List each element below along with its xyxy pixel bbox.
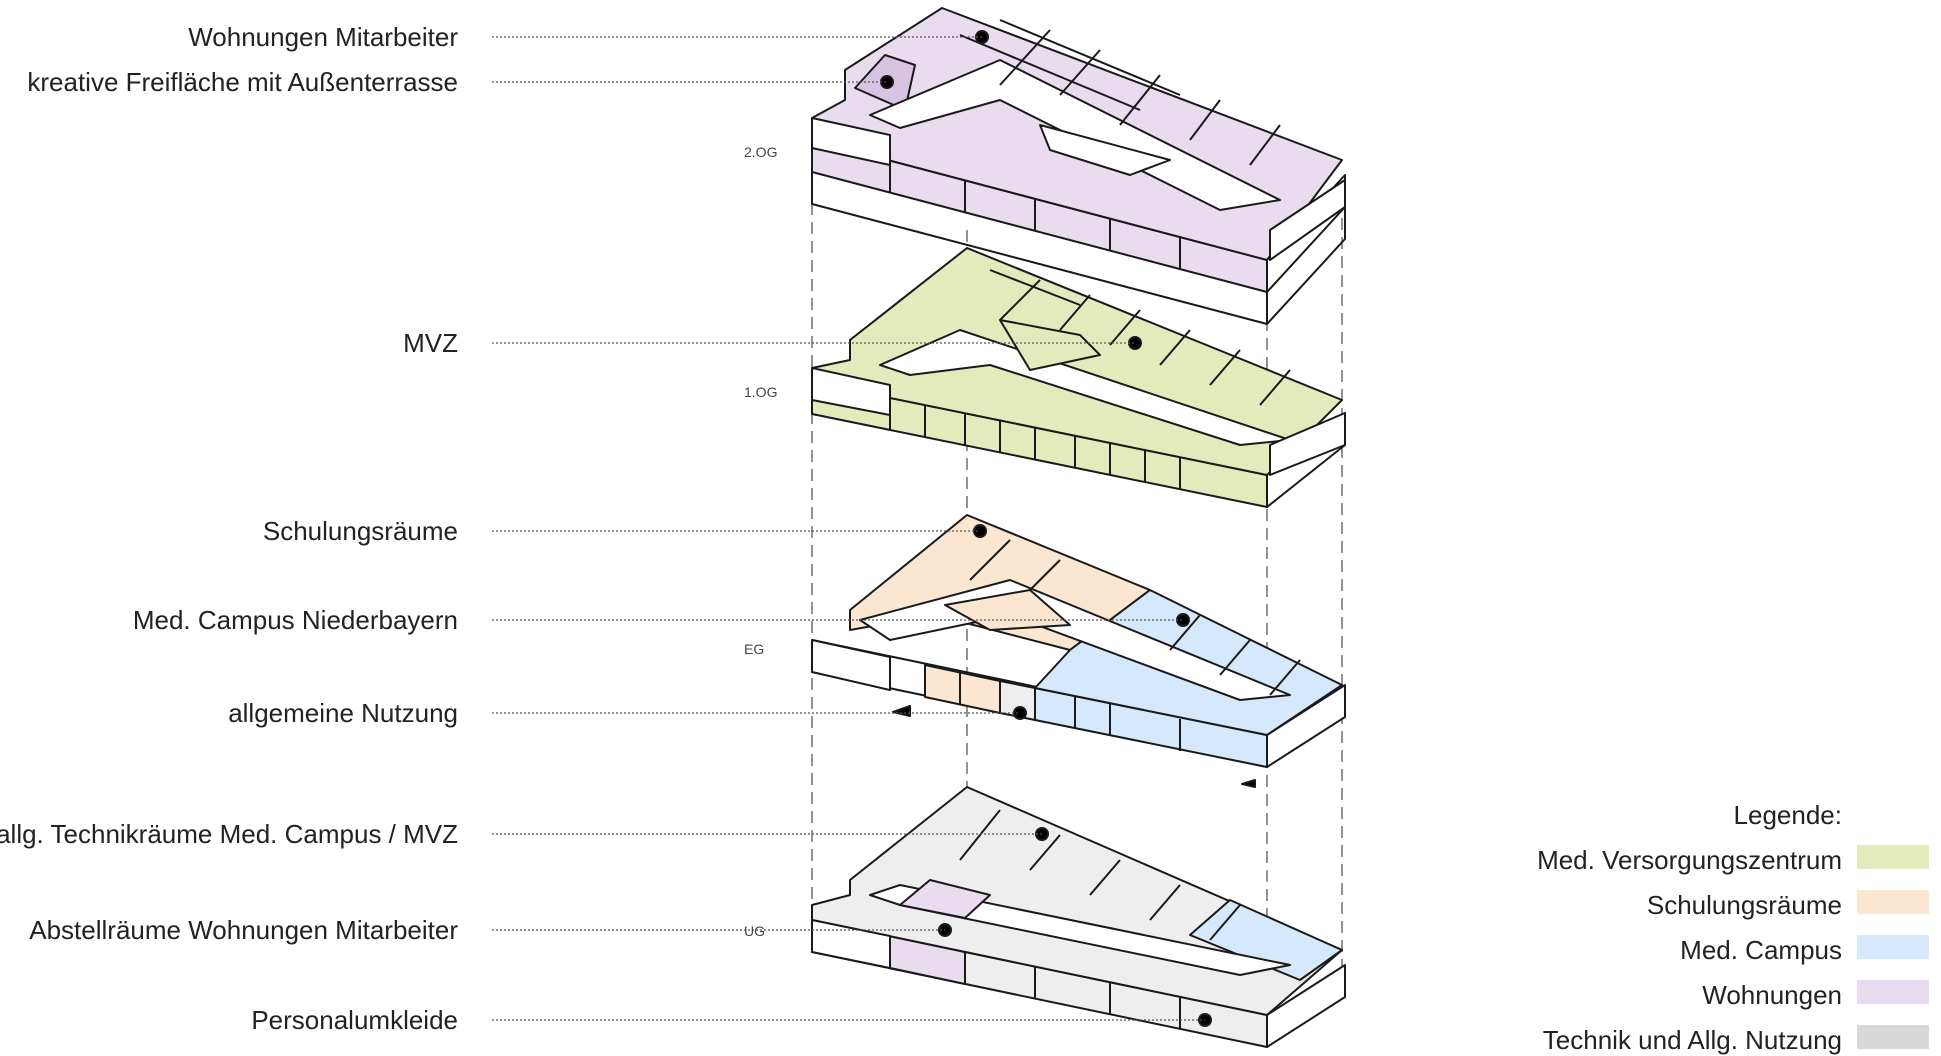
floor-ug-room-dividers <box>959 809 1241 1029</box>
legend-item-technik-label: Technik und Allg. Nutzung <box>1543 1025 1842 1055</box>
legend-item-schulung-label: Schulungsräume <box>1647 890 1842 920</box>
labels: Wohnungen Mitarbeiter kreative Freifläch… <box>0 22 458 1035</box>
level-labels: 2.OG 1.OG EG UG <box>744 144 777 939</box>
label-kreative-freiflaeche: kreative Freifläche mit Außenterrasse <box>27 67 458 97</box>
floor-1og-room-dividers <box>889 269 1291 490</box>
label-mvz: MVZ <box>403 328 458 358</box>
floor-eg-front-schulung <box>924 664 1001 714</box>
legend-title: Legende: <box>1734 800 1842 830</box>
label-allgemeine-nutzung: allgemeine Nutzung <box>228 698 458 728</box>
level-label-1og: 1.OG <box>744 384 777 400</box>
floor-eg <box>811 514 1346 788</box>
label-technikraeume: allg. Technikräume Med. Campus / MVZ <box>0 819 458 849</box>
floor-2og-room-dividers <box>811 19 1346 325</box>
floor-ug-front-right <box>1266 964 1346 1048</box>
floor-eg-dot-campus <box>1176 613 1190 627</box>
floor-eg-room-dividers <box>959 539 1301 751</box>
legend-item-mvz-swatch <box>1857 845 1929 869</box>
level-label-2og: 2.OG <box>744 144 777 160</box>
floor-ug <box>811 786 1346 1048</box>
floor-eg-left-block <box>811 639 891 691</box>
floor-1og-dot-mvz <box>1128 336 1142 350</box>
leader-lines <box>492 36 1205 1021</box>
legend: Legende: Med. Versorgungszentrum Schulun… <box>1537 800 1929 1055</box>
floor-1og-end-block <box>1269 412 1346 476</box>
floor-eg-dot-schulung <box>973 524 987 538</box>
floor-1og-court <box>999 319 1101 371</box>
floor-eg-front-right <box>1266 684 1346 768</box>
floor-eg-entrance-arrow-left <box>892 705 911 717</box>
level-label-eg: EG <box>744 641 764 657</box>
label-schulungsraeume: Schulungsräume <box>263 516 458 546</box>
floor-1og <box>811 247 1346 508</box>
legend-item-schulung-swatch <box>1857 890 1929 914</box>
floor-ug-wohnungen-top <box>899 879 991 919</box>
label-med-campus-niederbayern: Med. Campus Niederbayern <box>133 605 458 635</box>
level-label-ug: UG <box>744 923 765 939</box>
floor-ug-left-block <box>811 919 891 969</box>
label-abstellraeume: Abstellräume Wohnungen Mitarbeiter <box>29 915 458 945</box>
floor-2og-dot-terrasse <box>880 75 894 89</box>
label-personalumkleide: Personalumkleide <box>251 1005 458 1035</box>
legend-item-mvz-label: Med. Versorgungszentrum <box>1537 845 1842 875</box>
legend-item-wohnungen-label: Wohnungen <box>1702 980 1842 1010</box>
legend-item-campus-label: Med. Campus <box>1680 935 1842 965</box>
floor-2og-core <box>1039 124 1171 176</box>
floor-2og <box>811 7 1346 325</box>
floor-1og-corridor <box>879 329 1291 446</box>
label-wohnungen-mitarbeiter: Wohnungen Mitarbeiter <box>188 22 458 52</box>
floor-eg-dot-allgemein <box>1013 706 1027 720</box>
legend-item-technik-swatch <box>1857 1025 1929 1049</box>
floor-eg-entrance-arrow-right <box>1241 779 1256 788</box>
legend-item-wohnungen-swatch <box>1857 980 1929 1004</box>
legend-item-campus-swatch <box>1857 935 1929 959</box>
